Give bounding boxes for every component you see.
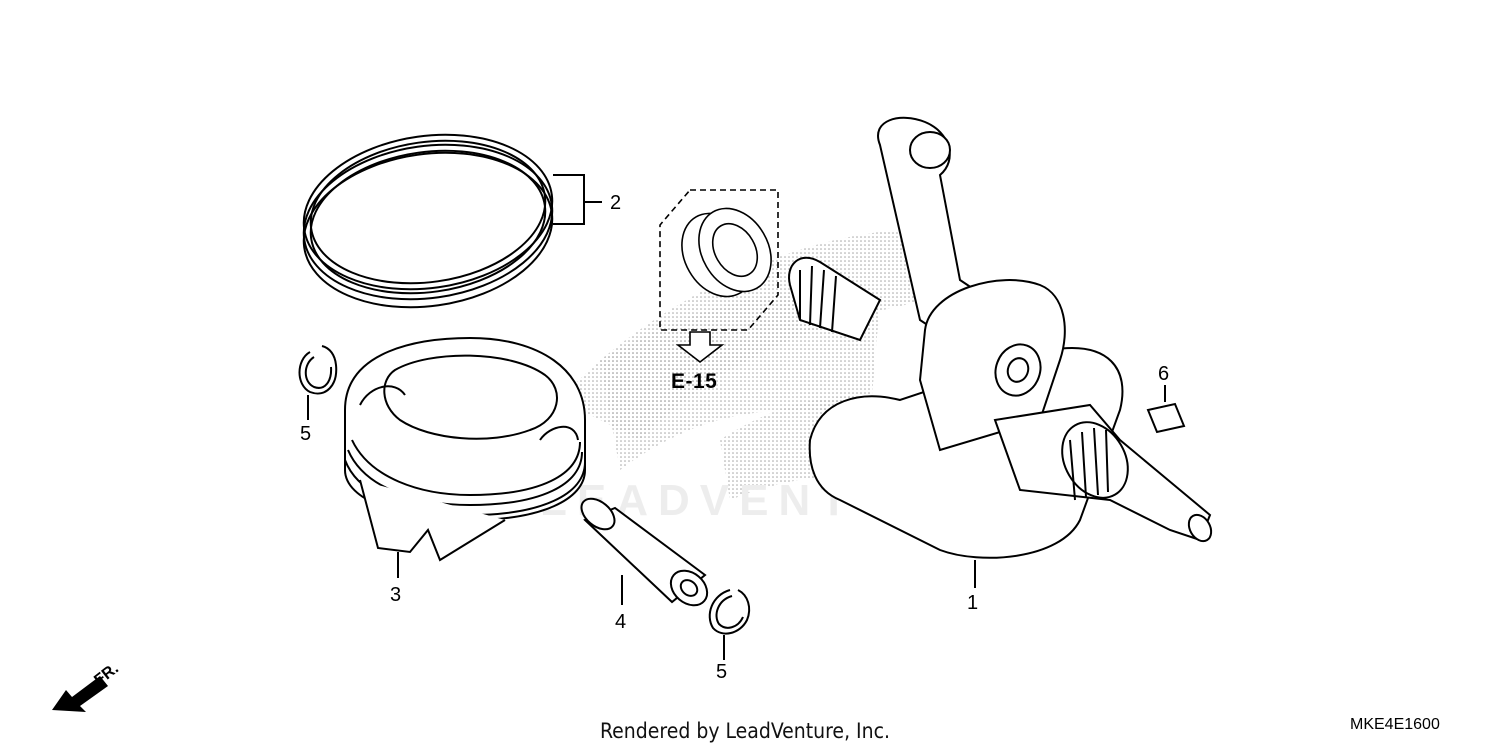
callout-pin-clip-right: 5: [716, 661, 728, 683]
callout-key: 6: [1158, 363, 1170, 385]
crankshaft: [788, 116, 1213, 588]
woodruff-key: [1146, 385, 1186, 434]
callout-piston-ring-set: 2: [610, 192, 622, 214]
front-arrow-icon: [52, 676, 108, 712]
callout-piston: 3: [390, 584, 402, 606]
piston-pin: [580, 497, 709, 607]
bearing-reference-box: [659, 189, 779, 364]
footer-credit: Rendered by LeadVenture, Inc.: [600, 719, 890, 743]
pin-clip-left: [298, 345, 338, 420]
callout-pin-clip-left: 5: [300, 423, 312, 445]
callout-crankshaft: 1: [967, 592, 979, 614]
piston-ring-set: [302, 133, 602, 309]
piston: [344, 336, 586, 578]
reference-code-label: E-15: [671, 370, 718, 393]
diagram-id: MKE4E1600: [1350, 716, 1440, 733]
callout-piston-pin: 4: [615, 611, 627, 633]
pin-clip-right: [708, 589, 751, 660]
